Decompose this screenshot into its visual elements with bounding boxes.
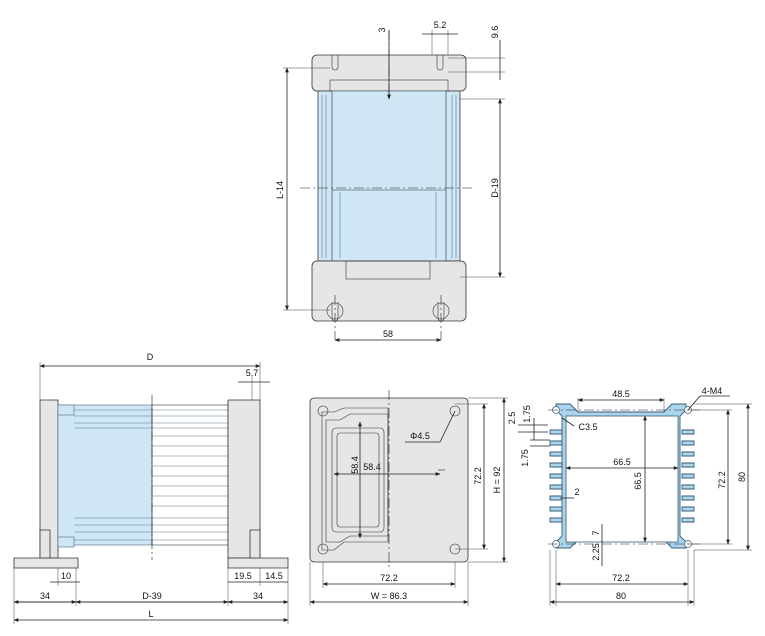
dim-b: 1.75 bbox=[522, 405, 532, 423]
dim-horizontal: 58.4 bbox=[363, 462, 381, 472]
dim-gap7: 7 bbox=[591, 530, 601, 535]
dim-slot-depth: 9.6 bbox=[490, 26, 500, 39]
top-view-body bbox=[317, 90, 461, 262]
dim-w80: 80 bbox=[616, 591, 626, 601]
dim-gap225: 2.25 bbox=[591, 543, 601, 561]
dim-vertical: 58.4 bbox=[350, 456, 360, 474]
dim-a: 2.5 bbox=[507, 412, 517, 425]
dim-height: H = 92 bbox=[492, 467, 502, 494]
side-view: D 5.7 10 19.5 14.5 34 D-39 34 L bbox=[13, 352, 289, 624]
dim-fin: 2 bbox=[574, 487, 579, 497]
dim-inner-w: 66.5 bbox=[613, 457, 631, 467]
dim-end-gap: 5.7 bbox=[246, 368, 259, 378]
top-left-slot bbox=[331, 55, 339, 71]
dim-hole: Φ4.5 bbox=[410, 431, 430, 441]
top-right-slot bbox=[436, 55, 444, 71]
dim-h80: 80 bbox=[737, 472, 747, 482]
bottom-end-cap bbox=[311, 260, 467, 322]
top-view: L-14 D-19 3 5.2 9.6 58 bbox=[275, 20, 505, 342]
side-body bbox=[57, 404, 153, 546]
dim-width: W = 86.3 bbox=[371, 591, 407, 601]
end-hole-tl bbox=[317, 405, 329, 417]
dim-w722: 72.2 bbox=[612, 573, 630, 583]
end-view: 58.4 58.4 Φ4.5 72.2 H = 92 72.2 W = 86.3 bbox=[309, 390, 508, 606]
dim-inner-h: 66.5 bbox=[633, 472, 643, 490]
dim-inner: D-19 bbox=[490, 178, 500, 198]
dim-foot: 10 bbox=[61, 571, 71, 581]
dim-right-cap: 34 bbox=[253, 591, 263, 601]
dim-c: C3.5 bbox=[578, 422, 597, 432]
dim-left-cap: 34 bbox=[40, 591, 50, 601]
dim-hole-spacing: 58 bbox=[383, 329, 393, 339]
dim-slot-width: 5.2 bbox=[434, 20, 447, 30]
end-hole-tr bbox=[449, 405, 461, 417]
dim-length: L-14 bbox=[275, 181, 285, 199]
dim-inner-h: 72.2 bbox=[473, 467, 483, 485]
dim-h722: 72.2 bbox=[717, 471, 727, 489]
dim-right-a: 19.5 bbox=[234, 571, 252, 581]
dim-top-gap: 3 bbox=[377, 27, 387, 32]
profile-fins-left bbox=[549, 429, 563, 523]
dim-right-b: 14.5 bbox=[265, 571, 283, 581]
side-fins bbox=[74, 409, 228, 541]
dim-top-slot: 48.5 bbox=[612, 389, 630, 399]
dim-bottom: 72.2 bbox=[380, 573, 398, 583]
end-hole-bl bbox=[317, 543, 329, 555]
dim-total: L bbox=[148, 609, 153, 619]
profile-fins-right bbox=[681, 429, 695, 523]
dim-d: 1.75 bbox=[520, 449, 530, 467]
dim-depth: D bbox=[147, 352, 154, 362]
profile-view: 48.5 4-M4 2.5 1.75 C3.5 1.75 66.5 66.5 2… bbox=[507, 386, 752, 606]
dim-mid: D-39 bbox=[142, 591, 162, 601]
dim-holes: 4-M4 bbox=[702, 386, 723, 396]
